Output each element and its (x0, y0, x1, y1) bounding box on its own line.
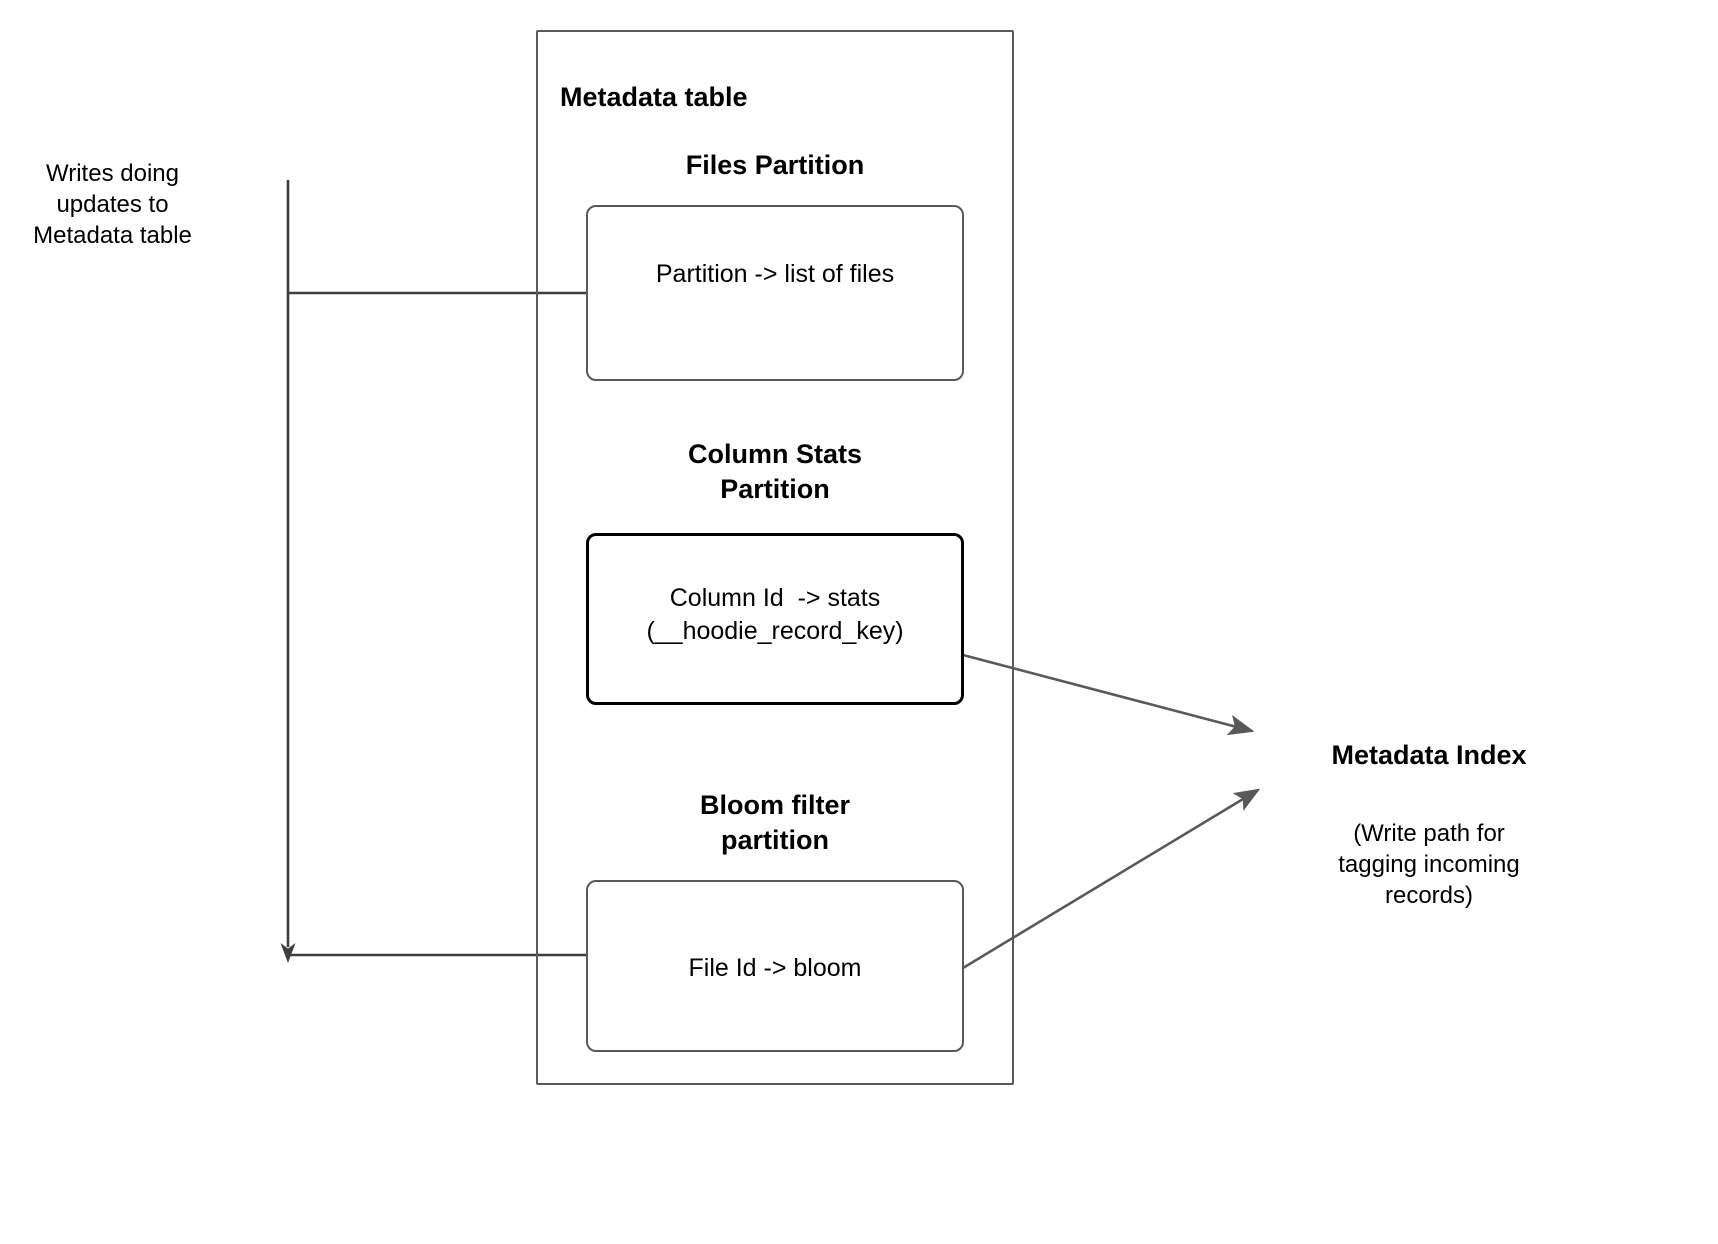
bloom-filter-partition-box-text: File Id -> bloom (688, 954, 862, 982)
files-partition-box-text: Partition -> list of files (655, 260, 895, 288)
column-stats-to-metadata-index-arrow (962, 653, 1255, 736)
writes-arrowhead-down (280, 943, 296, 963)
column-stats-partition-heading: Column Stats Partition (687, 439, 862, 505)
bloom-filter-partition-heading: Bloom filter partition (699, 790, 850, 856)
metadata-table-title: Metadata table (560, 82, 748, 112)
column-stats-partition-box[interactable] (586, 533, 964, 705)
writes-note-label: Writes doing updates to Metadata table (33, 160, 192, 250)
metadata-index-caption: (Write path for tagging incoming records… (1338, 820, 1520, 910)
metadata-index-title: Metadata Index (1331, 740, 1527, 770)
files-partition-heading: Files Partition (685, 150, 865, 180)
metadata-table-container (536, 30, 1014, 1085)
column-stats-partition-box-text: Column Id -> stats (__hoodie_record_key) (646, 584, 904, 645)
bloom-filter-partition-box[interactable] (586, 880, 964, 1052)
files-partition-box[interactable] (586, 205, 964, 381)
